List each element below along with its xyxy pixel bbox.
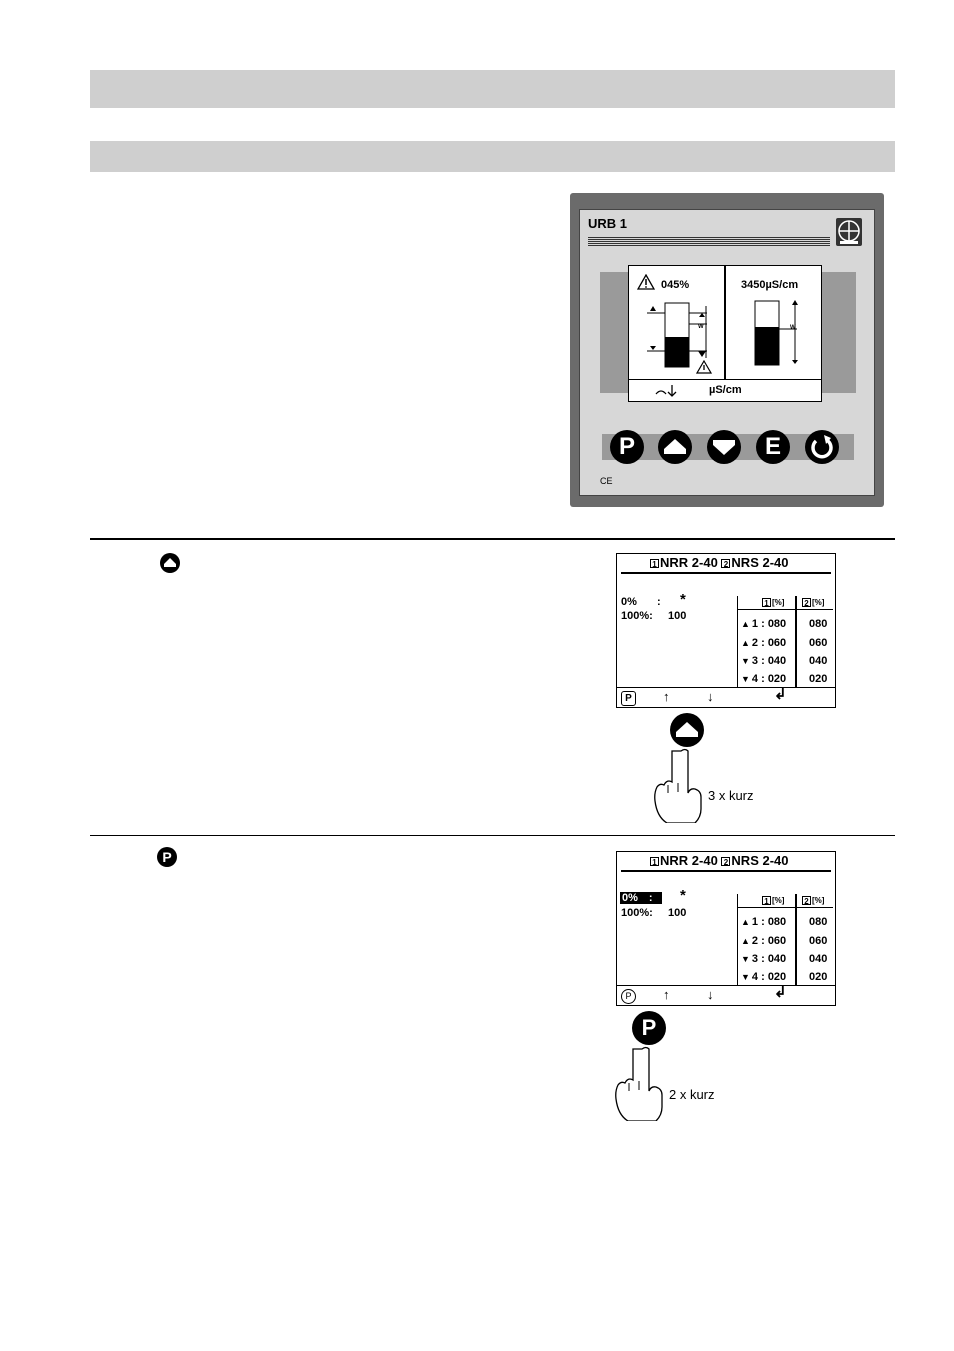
section-divider: [90, 538, 895, 540]
table-row-v2: 020: [809, 673, 828, 685]
pointing-hand-icon: [654, 748, 702, 823]
table-row-v2: 020: [809, 971, 828, 983]
table-row: ▼4 : 020: [741, 673, 787, 685]
up-button-press: [670, 713, 704, 747]
table-row: ▲2 : 060: [741, 935, 787, 947]
warning-icon-small: [695, 359, 713, 379]
unit-label: µS/cm: [709, 384, 742, 396]
title-stripes: [588, 237, 830, 246]
table-row-v2: 040: [809, 655, 828, 667]
footer-down-icon: ↓: [707, 689, 714, 704]
up-button[interactable]: [658, 430, 692, 464]
step-up-button-icon: [160, 553, 180, 573]
device-display: 045% W 3450µS/cm: [628, 265, 822, 402]
table-row: ▲2 : 060: [741, 637, 787, 649]
ce-mark: CE: [600, 476, 613, 486]
col2-header: 2[%]: [802, 895, 824, 907]
table-row-v2: 060: [809, 935, 828, 947]
device-title: URB 1: [588, 216, 628, 231]
press-count-label: 2 x kurz: [669, 1087, 715, 1102]
e-button[interactable]: E: [756, 430, 790, 464]
p-button[interactable]: P: [610, 430, 644, 464]
table-row-v2: 060: [809, 637, 828, 649]
section-divider: [90, 835, 895, 836]
zero-label-highlighted: 0%:: [620, 892, 662, 904]
reset-icon: [811, 435, 833, 459]
conductivity-bargraph: [754, 300, 798, 366]
table-row: ▼4 : 020: [741, 971, 787, 983]
p-button-press: P: [632, 1011, 666, 1045]
w-marker-left: W: [698, 324, 704, 330]
col1-header: 1[%]: [762, 597, 784, 609]
down-button[interactable]: [707, 430, 741, 464]
footer-enter-icon: ↲: [774, 984, 787, 1001]
drain-icon: [655, 383, 679, 404]
table-row: ▲1 : 080: [741, 618, 787, 630]
zero-sep: :: [657, 596, 661, 608]
up-arrow-icon: [676, 722, 698, 737]
hundred-label: 100%:: [621, 907, 653, 919]
device-front-panel: URB 1 045%: [570, 193, 884, 507]
level-bargraph: [647, 302, 707, 368]
header-band: [90, 70, 895, 108]
reset-button[interactable]: [805, 430, 839, 464]
subheader-band: [90, 141, 895, 172]
table-row: ▼3 : 040: [741, 655, 787, 667]
col2-header: 2[%]: [802, 597, 824, 609]
table-row-v2: 080: [809, 618, 828, 630]
footer-p-icon: P: [621, 989, 636, 1004]
down-arrow-icon: [713, 440, 735, 455]
gestra-logo-icon: [836, 218, 862, 246]
hundred-value: 100: [668, 610, 687, 622]
footer-up-icon: ↑: [663, 987, 670, 1002]
warning-icon: [636, 273, 656, 295]
w-marker-right: W: [790, 325, 796, 331]
zero-label: 0%: [621, 596, 637, 608]
footer-up-icon: ↑: [663, 689, 670, 704]
press-count-label: 3 x kurz: [708, 788, 754, 803]
table-row: ▼3 : 040: [741, 953, 787, 965]
footer-enter-icon: ↲: [774, 686, 787, 703]
hundred-label: 100%:: [621, 610, 653, 622]
step-p-button-icon: P: [157, 847, 177, 867]
zero-value: *: [680, 887, 686, 904]
col1-header: 1[%]: [762, 895, 784, 907]
table-row-v2: 040: [809, 953, 828, 965]
footer-p-icon: P: [621, 691, 636, 706]
pointing-hand-icon: [615, 1046, 663, 1121]
table-row-v2: 080: [809, 916, 828, 928]
conductivity-value: 3450µS/cm: [741, 279, 799, 291]
level-value: 045%: [661, 279, 690, 291]
footer-down-icon: ↓: [707, 987, 714, 1002]
zero-value: *: [680, 591, 686, 608]
up-arrow-icon: [664, 439, 686, 454]
hundred-value: 100: [668, 907, 687, 919]
table-row: ▲1 : 080: [741, 916, 787, 928]
